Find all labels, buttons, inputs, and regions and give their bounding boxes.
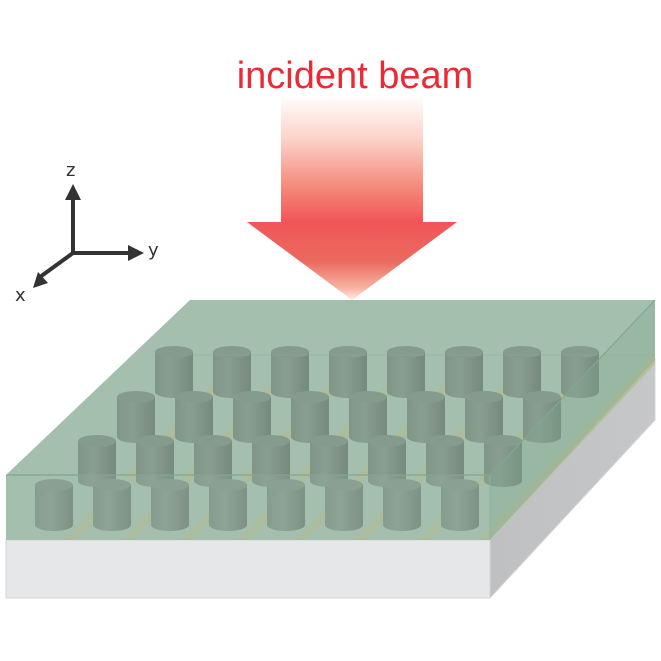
cylinder [407, 391, 445, 443]
substrate [5, 358, 656, 600]
cylinder [155, 346, 193, 398]
cylinder [349, 391, 387, 443]
x-axis-label: x [15, 285, 26, 306]
cylinder [151, 479, 189, 531]
cylinder [383, 479, 421, 531]
cylinder [325, 479, 363, 531]
cylinder [267, 479, 305, 531]
cover-layer-front [6, 299, 656, 540]
incident-beam-label: incident beam [236, 55, 474, 97]
z-axis-label: z [66, 160, 76, 181]
cylinder [175, 391, 213, 443]
cylinder [465, 391, 503, 443]
cylinder [93, 479, 131, 531]
coordinate-axes-icon [33, 184, 144, 288]
y-axis-label: y [148, 240, 159, 261]
cylinder [117, 391, 155, 443]
cylinder [291, 391, 329, 443]
cylinder [209, 479, 247, 531]
cylinder [233, 391, 271, 443]
cylinder [35, 479, 73, 531]
incident-beam-arrow [247, 95, 457, 300]
cylinder [441, 479, 479, 531]
